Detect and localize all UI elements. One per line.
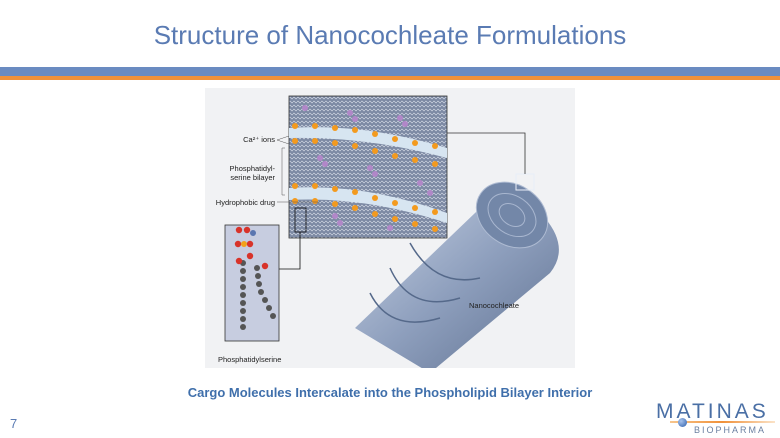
label-ps-bilayer-1: Phosphatidyl- <box>230 164 276 173</box>
label-ca-ions: Ca²⁺ ions <box>243 135 275 144</box>
header-band-blue <box>0 67 780 76</box>
phosphatidylserine-molecule <box>224 224 280 342</box>
logo-dot-icon <box>678 418 687 427</box>
label-hydrophobic-drug: Hydrophobic drug <box>216 198 275 207</box>
logo-sub-text: BIOPHARMA <box>694 425 767 435</box>
page-number: 7 <box>10 416 18 431</box>
label-ps-bilayer-2: serine bilayer <box>230 173 275 182</box>
nanocochleate-diagram: Ca²⁺ ions Phosphatidyl- serine bilayer H… <box>205 88 575 373</box>
logo-swoosh <box>670 421 775 423</box>
diagram-svg: Ca²⁺ ions Phosphatidyl- serine bilayer H… <box>216 95 559 373</box>
logo-main-text: MATINAS <box>656 400 769 423</box>
label-phosphatidylserine: Phosphatidylserine <box>218 355 281 364</box>
figure-caption: Cargo Molecules Intercalate into the Pho… <box>187 385 593 400</box>
nanocochleate-tube <box>355 132 559 373</box>
label-nanocochleate: Nanocochleate <box>469 301 519 310</box>
slide-title: Structure of Nanocochleate Formulations <box>153 20 627 50</box>
matinas-logo: MATINAS BIOPHARMA <box>650 400 780 438</box>
labels: Ca²⁺ ions Phosphatidyl- serine bilayer H… <box>216 135 519 364</box>
bilayer-panel <box>279 95 448 270</box>
header-band-orange <box>0 76 780 80</box>
